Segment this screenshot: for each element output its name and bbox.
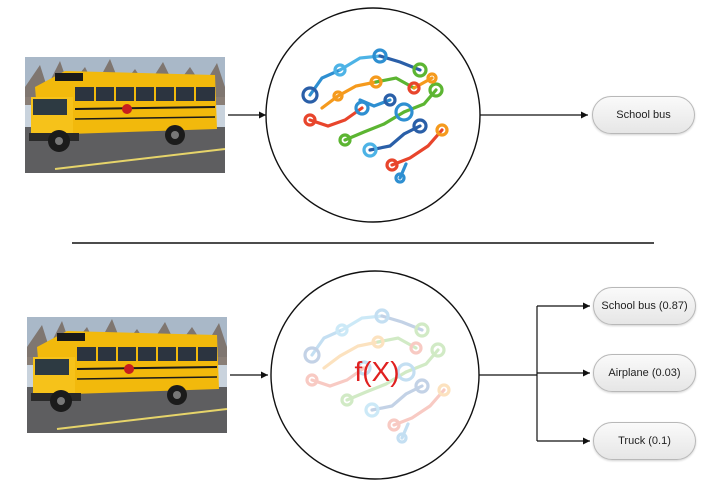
function-label: f(X): [354, 356, 400, 387]
output-label-top: School bus: [592, 96, 695, 134]
neural-brain-icon: [301, 48, 449, 184]
neural-brain-faded-icon: [303, 308, 451, 444]
input-image-top: [24, 56, 226, 174]
output-branch-connector: [479, 302, 590, 445]
output-label-school-bus: School bus (0.87): [593, 287, 696, 325]
output-label-truck: Truck (0.1): [593, 422, 696, 460]
model-circle-top: [265, 7, 481, 223]
output-label-airplane: Airplane (0.03): [593, 354, 696, 392]
input-image-bottom: [26, 316, 228, 434]
